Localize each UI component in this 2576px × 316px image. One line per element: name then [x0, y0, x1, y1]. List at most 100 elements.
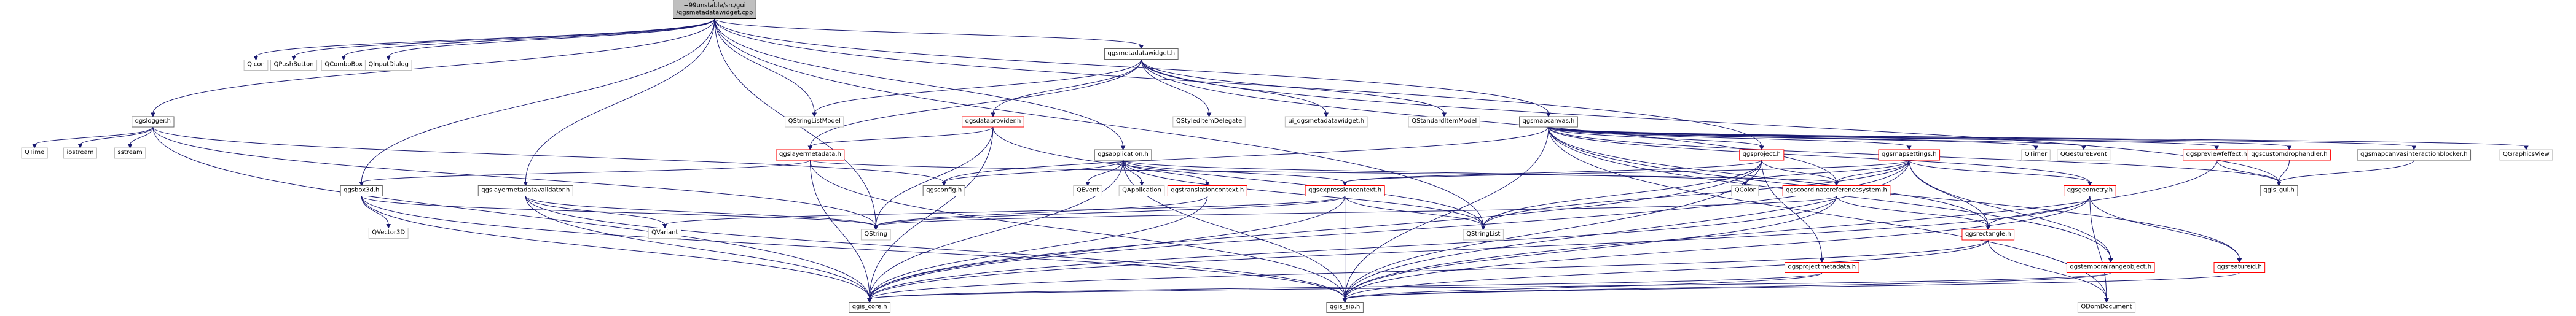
- node-qgspreviewfeffect-h[interactable]: qgspreviewfeffect.h: [2183, 149, 2251, 161]
- edge-qgsmapcanvas-h-to-qgsproject-h: [1548, 126, 1764, 151]
- node-QEvent: QEvent: [1073, 185, 1102, 196]
- node-qgsmetadatawidget-h[interactable]: qgsmetadatawidget.h: [1104, 48, 1179, 60]
- node-label: +99unstable/src/gui: [683, 2, 745, 9]
- node-qgsdataprovider-h[interactable]: qgsdataprovider.h: [962, 116, 1024, 128]
- node-qgsexpressioncontext-h[interactable]: qgsexpressioncontext.h: [1305, 185, 1385, 196]
- edge-qgsmapsettings-h-to-qgsexpressioncontext-h: [1342, 160, 1910, 187]
- node-QPushButton: QPushButton: [270, 60, 318, 71]
- node-qgsgeometry-h[interactable]: qgsgeometry.h: [2064, 185, 2116, 196]
- edge-qgslogger-h-to-qgis-core-h: [152, 126, 872, 303]
- node-qgsmapsettings-h[interactable]: qgsmapsettings.h: [1878, 149, 1941, 161]
- node-label: qgsdataprovider.h: [965, 118, 1021, 125]
- node-label: /build/qgis-3.18.1: [688, 0, 741, 2]
- node-qgstranslationcontext-h[interactable]: qgstranslationcontext.h: [1167, 185, 1247, 196]
- edge-qgstemporalrangeobject-h-to-qgis-core-h: [867, 272, 2111, 303]
- node-qgsapplication-h[interactable]: qgsapplication.h: [1094, 149, 1152, 161]
- node-qgslogger-h[interactable]: qgslogger.h: [132, 116, 175, 128]
- node-qgscustomdrophandler-h[interactable]: qgscustomdrophandler.h: [2247, 149, 2331, 161]
- node-QDomDocument: QDomDocument: [2077, 302, 2136, 313]
- edge-qgslayermetadatavalidator-h-to-QString: [525, 196, 879, 231]
- node-label: qgis_core.h: [852, 304, 887, 310]
- edge-qgsmapcanvas-h-to-QGestureEvent: [1548, 126, 2086, 151]
- node-label: qgsfeatureid.h: [2217, 264, 2262, 271]
- edge-qgslayermetadata-h-to-qgsbox3d-h: [359, 160, 811, 187]
- node-label: qgsmetadatawidget.h: [1108, 50, 1176, 57]
- node-QGraphicsView: QGraphicsView: [2499, 149, 2553, 161]
- node-qgsproject-h[interactable]: qgsproject.h: [1739, 149, 1785, 161]
- node-QComboBox: QComboBox: [321, 60, 366, 71]
- edge-qgsgeometry-h-to-QDomDocument: [2089, 196, 2109, 303]
- edge-root-to-QComboBox: [341, 18, 715, 61]
- node-qgis-gui-h[interactable]: qgis_gui.h: [2260, 185, 2298, 196]
- node-qgslayermetadata-h[interactable]: qgslayermetadata.h: [776, 149, 845, 161]
- node-label: qgstemporalrangeobject.h: [2070, 264, 2151, 271]
- edge-qgsmetadatawidget-h-to-QStandardItemModel: [1141, 59, 1447, 118]
- edge-qgsmapsettings-h-to-qgscoordinatereferencesystem-h: [1834, 160, 1910, 187]
- node-qgis-core-h[interactable]: qgis_core.h: [849, 302, 891, 313]
- node-qgscoordinatereferencesystem-h[interactable]: qgscoordinatereferencesystem.h: [1782, 185, 1891, 196]
- edge-qgsmapcanvas-h-to-qgsmapsettings-h: [1548, 126, 1912, 151]
- node-label: QStandardItemModel: [1412, 118, 1477, 125]
- node-QInputDialog: QInputDialog: [364, 60, 412, 71]
- edge-qgsapplication-h-to-qgstranslationcontext-h: [1123, 160, 1210, 187]
- node-label: qgsapplication.h: [1098, 151, 1149, 158]
- node-label: qgis_gui.h: [2263, 187, 2295, 194]
- edge-qgsmapcanvas-h-to-qgsconfig-h: [941, 126, 1549, 187]
- edge-qgscoordinatereferencesystem-h-to-QString: [873, 196, 1837, 231]
- node-label: sstream: [117, 149, 142, 156]
- node-label: QGraphicsView: [2503, 151, 2550, 158]
- node-label: qgsbox3d.h: [344, 187, 379, 194]
- edge-qgsgeometry-h-to-qgsfeatureid-h: [2089, 196, 2242, 263]
- edge-root-to-qgsmetadatawidget-h: [714, 18, 1144, 50]
- node-label: iostream: [67, 149, 94, 156]
- node-label: qgstranslationcontext.h: [1171, 187, 1244, 194]
- node-qgslayermetadatavalidator-h[interactable]: qgslayermetadatavalidator.h: [477, 185, 573, 196]
- node-label: qgspreviewfeffect.h: [2186, 151, 2247, 158]
- edge-qgsapplication-h-to-qgsconfig-h: [941, 160, 1124, 187]
- node-QTimer: QTimer: [2021, 149, 2051, 161]
- node-qgsmapcanvasinteractionblocker-h[interactable]: qgsmapcanvasinteractionblocker.h: [2357, 149, 2472, 161]
- edge-qgsmapcanvas-h-to-QGraphicsView: [1548, 126, 2529, 151]
- edge-qgslogger-h-to-iostream: [77, 126, 154, 149]
- edge-qgsexpressioncontext-h-to-QVariant: [662, 196, 1346, 229]
- node-label: QDomDocument: [2081, 304, 2132, 310]
- edge-qgsapplication-h-to-QEvent: [1085, 160, 1124, 187]
- node-QVector3D: QVector3D: [368, 228, 409, 239]
- edge-qgslogger-h-to-QTime: [32, 126, 154, 149]
- edge-qgsmetadatawidget-h-to-QStyledItemDelegate: [1141, 59, 1212, 118]
- node-qgsconfig-h[interactable]: qgsconfig.h: [922, 185, 965, 196]
- node-qgsprojectmetadata-h[interactable]: qgsprojectmetadata.h: [1785, 262, 1859, 273]
- nodes-layer: /build/qgis-3.18.1+99unstable/src/gui/qg…: [21, 0, 2553, 313]
- edge-qgsgeometry-h-to-qgis-sip-h: [1342, 196, 2091, 303]
- edge-qgsapplication-h-to-qgsexpressioncontext-h: [1123, 160, 1348, 187]
- node-label: QInputDialog: [368, 61, 409, 68]
- node-label: QApplication: [1122, 187, 1161, 194]
- node-qgsbox3d-h[interactable]: qgsbox3d.h: [340, 185, 383, 196]
- node-qgstemporalrangeobject-h[interactable]: qgstemporalrangeobject.h: [2066, 262, 2155, 273]
- edge-root-to-QPushButton: [291, 18, 715, 61]
- edge-qgsproject-h-to-qgscoordinatereferencesystem-h: [1761, 160, 1839, 187]
- edge-qgsbox3d-h-to-qgis-sip-h: [361, 196, 1348, 303]
- node-label: QStringListModel: [788, 118, 841, 125]
- edge-qgsmapsettings-h-to-QStringList: [1480, 160, 1910, 231]
- edge-qgsdataprovider-h-to-qgslayermetadata-h: [807, 126, 994, 151]
- edge-qgsmetadatawidget-h-to-qgslayermetadata-h: [807, 59, 1142, 151]
- edge-qgsmapcanvas-h-to-qgscustomdrophandler-h: [1548, 126, 2292, 151]
- node-qgsrectangle-h[interactable]: qgsrectangle.h: [1961, 229, 2015, 241]
- node-qgsmapcanvas-h[interactable]: qgsmapcanvas.h: [1519, 116, 1578, 128]
- edge-qgspreviewfeffect-h-to-qgis-sip-h: [1342, 160, 2217, 303]
- node-QApplication: QApplication: [1118, 185, 1165, 196]
- edge-qgsmetadatawidget-h-to-QStringListModel: [812, 59, 1142, 118]
- edge-qgsmapcanvasinteractionblocker-h-to-qgis-gui-h: [2276, 160, 2414, 187]
- node-label: QColor: [1735, 187, 1756, 194]
- node-root[interactable]: /build/qgis-3.18.1+99unstable/src/gui/qg…: [673, 0, 756, 19]
- node-label: qgsmapsettings.h: [1882, 151, 1937, 158]
- node-label: qgslogger.h: [135, 118, 171, 125]
- node-qgis-sip-h[interactable]: qgis_sip.h: [1326, 302, 1364, 313]
- edge-qgslayermetadatavalidator-h-to-QVariant: [525, 196, 667, 229]
- node-qgsfeatureid-h[interactable]: qgsfeatureid.h: [2213, 262, 2266, 273]
- node-label: QPushButton: [273, 61, 313, 68]
- node-label: ui_qgsmetadatawidget.h: [1288, 118, 1364, 125]
- edge-qgstranslationcontext-h-to-QString: [873, 196, 1208, 231]
